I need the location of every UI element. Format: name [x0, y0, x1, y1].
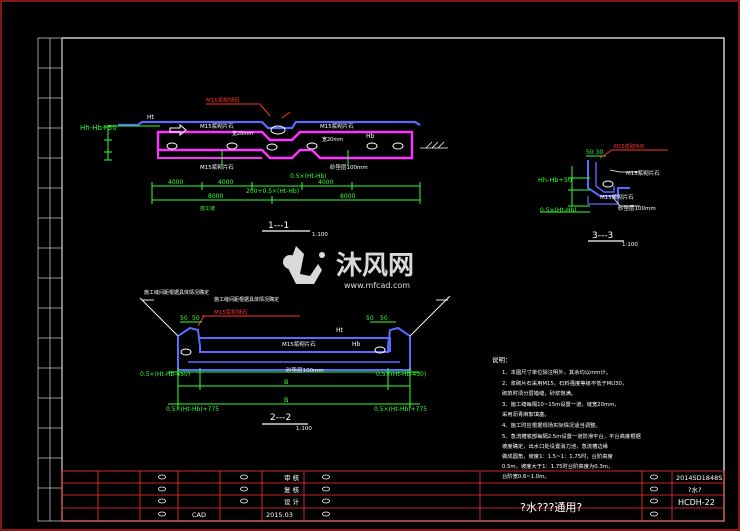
section-2-2: 施工缝间距根据具体情况确定 施工缝间距根据具体情况确定 50 50 50 50 …	[139, 289, 451, 432]
s3-m15-top: M15浆砌块石	[614, 143, 645, 150]
tb-name-small: ?水?	[688, 485, 701, 494]
title-block: 审 核 复 核 设 计 CAD 2015.03 2014SD1848S ?水? …	[61, 470, 725, 522]
s3-m15-b: M15浆砌片石	[600, 193, 634, 201]
s2-topdim-1: 50	[192, 315, 200, 322]
s1-hh-label: Hh-Hb+50	[80, 124, 117, 132]
s1-m15-thick: M15浆砌片石	[200, 163, 234, 171]
s3-hh: Hh-Hb+50	[538, 176, 572, 184]
s1-dim-2: 4000	[318, 179, 333, 186]
s2-bed: 砂垫层100mm	[286, 366, 324, 374]
s2-b-1: B	[284, 378, 288, 386]
mf-logo-icon	[283, 246, 325, 284]
s2-m15-top: M15浆砌块石	[214, 308, 248, 316]
tb-date: 2015.03	[266, 511, 293, 519]
s2-left-dim: 0.5×(Ht-Hb-450)	[140, 371, 190, 378]
s1-m15-b: M15浆砌片石	[320, 122, 354, 130]
watermark-url: www.mfcad.com	[344, 281, 410, 290]
tb-check: 复 核	[284, 485, 300, 494]
section-3-3: Hh-Hb+50 50 30 M15浆砌块石 M15浆砌片石 M15浆砌片石 砂…	[538, 143, 668, 248]
s2-title: 2---2	[270, 413, 291, 423]
s2-b-2: B	[284, 396, 288, 404]
s2-topdim-2: 50	[366, 315, 374, 322]
s2-note-left: 施工缝间距根据具体情况确定	[144, 289, 209, 296]
notes-line-4: 采用沥青麻絮填塞。	[502, 410, 550, 418]
notes-line-8: 做成圆角，坡度1：1.5~1：1.75时，台阶高度	[502, 452, 614, 460]
s1-ht-label: Ht	[147, 114, 155, 121]
s1-offset: 0.5×(Ht-Hb)	[290, 173, 327, 180]
section-1-1: Hh-Hb+50 Ht Hb M15浆砌块石 M15浆砌片石 M15浆砌片石 M…	[80, 96, 448, 238]
s2-right-dim: 0.5×(Ht-Hb-450)	[376, 371, 426, 378]
s2-bottom-right: 0.5×(Ht-Hb)+775	[374, 406, 427, 413]
s1-dim-0: 4000	[168, 179, 183, 186]
s3-top: 50 30	[586, 149, 603, 156]
s3-scale: 1:100	[622, 242, 638, 248]
s1-dim2-0: 200+0.5×(Ht-Hb)	[246, 188, 299, 195]
s1-dim-4: 8000	[340, 193, 355, 200]
notes-block: 说明： 1、本图尺寸单位除注明外，其余均以mm计。 2、浆砌片石采用M15，石料…	[492, 355, 641, 480]
tb-review: 审 核	[284, 473, 300, 482]
notes-line-0: 1、本图尺寸单位除注明外，其余均以mm计。	[502, 368, 611, 376]
s1-dim-1: 4000	[218, 179, 233, 186]
notes-line-7: 坡度确定，出水口处设置消力池，急流槽边缘	[502, 442, 609, 450]
notes-line-9: 0.5m，坡度大于1：1.75时台阶高度为0.3m，	[502, 462, 613, 470]
s2-hb: Hb	[352, 341, 361, 348]
s1-gap2: 宽20mm	[322, 136, 343, 143]
s1-bed: 砂垫层100mm	[330, 163, 368, 171]
tb-cad: CAD	[192, 511, 206, 519]
notes-heading: 说明：	[492, 355, 512, 364]
s3-bed: 砂垫层100mm	[618, 204, 656, 212]
s1-gap1: 宽20mm	[232, 130, 253, 137]
s2-m15-mid: M15浆砌片石	[282, 340, 316, 348]
s2-topdim-3: 50	[380, 315, 388, 322]
s2-ht: Ht	[336, 327, 344, 334]
notes-line-1: 2、浆砌片石采用M15，石料强度等级不低于MU30，	[502, 379, 627, 387]
notes-line-3: 3、施工缝每隔10~15m设置一道，缝宽20mm，	[502, 400, 620, 408]
s2-scale: 1:100	[296, 426, 312, 432]
s3-m15-a: M15浆砌片石	[626, 169, 660, 177]
binding-strip	[37, 37, 63, 522]
s2-topdim-0: 50	[180, 315, 188, 322]
s1-m15-top: M15浆砌块石	[206, 96, 240, 104]
s1-title: 1---1	[268, 221, 289, 231]
s1-hb-label: Hb	[366, 133, 375, 140]
tb-drawing-no: 2014SD1848S	[676, 474, 722, 482]
s3-offset: 0.5×(Ht-Hb)	[540, 207, 577, 214]
notes-line-6: 5、急流槽底部每隔2.5m设置一道防滑平台，平台高度根据	[502, 432, 641, 440]
watermark: 沐风网 www.mfcad.com	[283, 246, 414, 290]
s2-note-right: 施工缝间距根据具体情况确定	[214, 296, 279, 303]
s1-scale: 1:100	[312, 232, 328, 238]
s3-title: 3---3	[592, 231, 613, 241]
s1-m15-a: M15浆砌片石	[200, 122, 234, 130]
s2-bottom-left: 0.5×(Ht-Hb)+775	[166, 406, 219, 413]
s1-dim-3: 8000	[208, 193, 223, 200]
tb-title: ?水???通用?	[520, 501, 582, 514]
s1-bottom-label: 施工缝	[200, 205, 215, 212]
notes-line-2: 砌筑时须分层错缝，砂浆饱满。	[502, 389, 576, 397]
tb-code: HCDH-22	[678, 498, 715, 507]
watermark-brand: 沐风网	[336, 251, 414, 281]
tb-design: 设 计	[284, 497, 300, 506]
notes-line-5: 4、施工时应根据现场实际情况适当调整。	[502, 421, 601, 429]
notes-line-10: 台阶宽0.6~1.0m。	[502, 472, 550, 480]
